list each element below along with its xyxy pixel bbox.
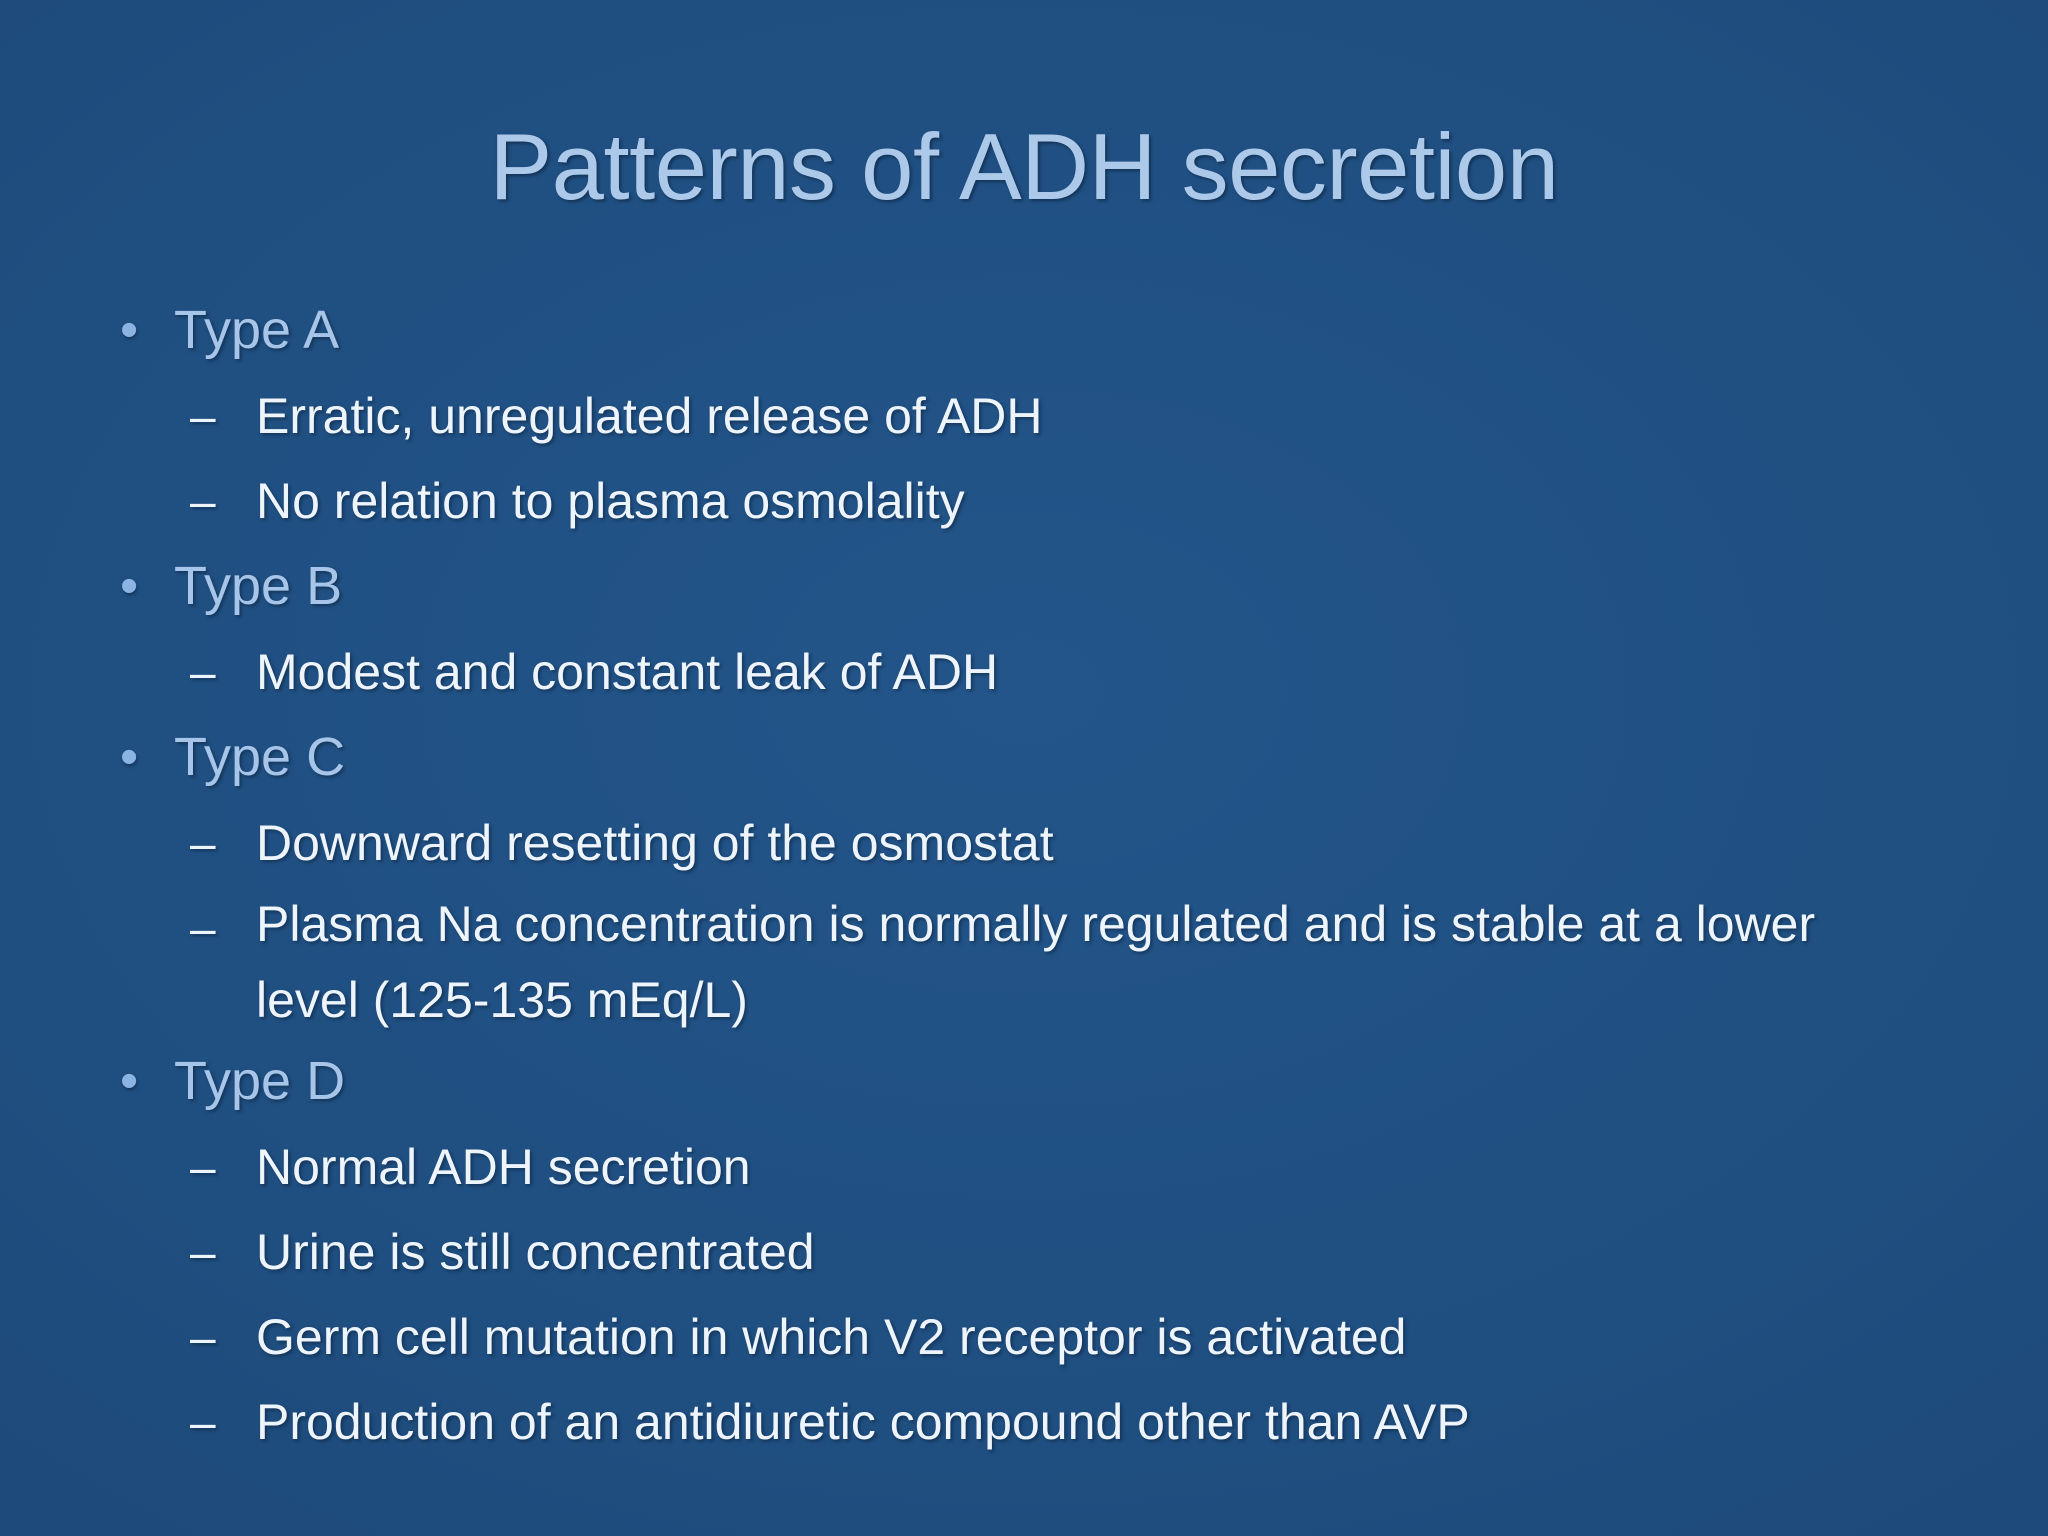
list-item-level1-label: Type B bbox=[174, 556, 343, 616]
list-item-level2[interactable]: – Modest and constant leak of ADH bbox=[108, 630, 1968, 714]
list-item-level2-label: Normal ADH secretion bbox=[256, 1139, 751, 1195]
dash-bullet-icon: – bbox=[190, 646, 216, 698]
list-item-level2[interactable]: – Germ cell mutation in which V2 recepto… bbox=[108, 1295, 1968, 1379]
dash-bullet-icon: – bbox=[190, 1396, 216, 1448]
dash-bullet-icon: – bbox=[190, 1141, 216, 1193]
bullet-dot-icon: • bbox=[120, 1052, 139, 1110]
list-item-level2-label: Erratic, unregulated release of ADH bbox=[256, 388, 1043, 444]
list-item-level2[interactable]: – Plasma Na concentration is normally re… bbox=[108, 886, 1968, 1038]
list-item-level1-label: Type A bbox=[174, 300, 340, 360]
dash-bullet-icon: – bbox=[190, 1226, 216, 1278]
list-item-level2-label: Modest and constant leak of ADH bbox=[256, 644, 999, 700]
list-item-level2[interactable]: – No relation to plasma osmolality bbox=[108, 459, 1968, 543]
list-item-level1[interactable]: • Type C bbox=[108, 715, 1968, 799]
dash-bullet-icon: – bbox=[190, 475, 216, 527]
list-item-level1[interactable]: • Type B bbox=[108, 544, 1968, 628]
list-item-level1[interactable]: • Type D bbox=[108, 1039, 1968, 1123]
list-item-level2[interactable]: – Erratic, unregulated release of ADH bbox=[108, 374, 1968, 458]
list-item-level2[interactable]: – Normal ADH secretion bbox=[108, 1125, 1968, 1209]
list-item-level2-label: Downward resetting of the osmostat bbox=[256, 815, 1054, 871]
page-title: Patterns of ADH secretion bbox=[489, 114, 1559, 219]
list-item-level2-label: Plasma Na concentration is normally regu… bbox=[256, 896, 1816, 1028]
dash-bullet-icon: – bbox=[190, 817, 216, 869]
list-item-level2[interactable]: – Downward resetting of the osmostat bbox=[108, 801, 1968, 885]
dash-bullet-icon: – bbox=[190, 902, 216, 954]
list-item-level1[interactable]: • Type A bbox=[108, 288, 1968, 372]
bullet-group-type-d: • Type D – Normal ADH secretion – Urine … bbox=[108, 1039, 1968, 1464]
bullet-dot-icon: • bbox=[120, 557, 139, 615]
dash-bullet-icon: – bbox=[190, 390, 216, 442]
bullet-group-type-c: • Type C – Downward resetting of the osm… bbox=[108, 715, 1968, 1038]
list-item-level2-label: No relation to plasma osmolality bbox=[256, 473, 965, 529]
bullet-dot-icon: • bbox=[120, 301, 139, 359]
bullet-dot-icon: • bbox=[120, 728, 139, 786]
bullet-group-type-a: • Type A – Erratic, unregulated release … bbox=[108, 288, 1968, 543]
list-item-level1-label: Type D bbox=[174, 1051, 346, 1111]
list-item-level2-label: Urine is still concentrated bbox=[256, 1224, 815, 1280]
list-item-level2-label: Germ cell mutation in which V2 receptor … bbox=[256, 1309, 1407, 1365]
list-item-level2-label: Production of an antidiuretic compound o… bbox=[256, 1394, 1470, 1450]
bullet-group-type-b: • Type B – Modest and constant leak of A… bbox=[108, 544, 1968, 714]
list-item-level2[interactable]: – Urine is still concentrated bbox=[108, 1210, 1968, 1294]
slide-body-content: • Type A – Erratic, unregulated release … bbox=[108, 288, 1968, 1465]
list-item-level2[interactable]: – Production of an antidiuretic compound… bbox=[108, 1380, 1968, 1464]
dash-bullet-icon: – bbox=[190, 1311, 216, 1363]
list-item-level1-label: Type C bbox=[174, 727, 346, 787]
